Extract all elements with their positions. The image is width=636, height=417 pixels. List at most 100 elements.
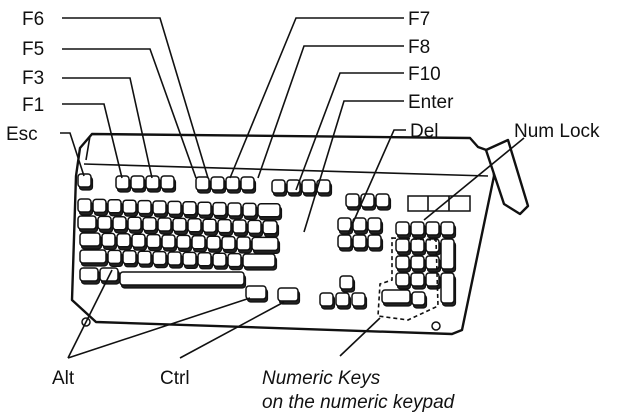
label-enter: Enter <box>408 92 454 113</box>
esc-key <box>78 174 91 187</box>
key <box>203 219 216 232</box>
key <box>213 253 226 266</box>
label-f5: F5 <box>22 39 44 60</box>
indicator-panel <box>408 196 470 211</box>
key <box>132 234 145 247</box>
f3-key <box>146 176 159 189</box>
key <box>108 250 121 263</box>
keypad-numeric-key <box>411 273 424 286</box>
keypad-numeric-key <box>411 239 424 252</box>
label-f8: F8 <box>408 37 430 58</box>
label-num-lock: Num Lock <box>514 121 600 142</box>
f8-key <box>241 177 254 190</box>
label-f6: F6 <box>22 9 44 30</box>
f5-key <box>196 177 209 190</box>
f11-key <box>302 180 315 193</box>
key <box>117 234 130 247</box>
key <box>248 220 261 233</box>
key <box>228 203 241 216</box>
key <box>168 201 181 214</box>
keypad-numeric-key <box>396 239 409 252</box>
system-key <box>376 194 389 207</box>
key <box>222 237 235 250</box>
key <box>113 217 126 230</box>
key <box>243 203 256 216</box>
ctrl-key <box>278 288 298 301</box>
ctrl-key <box>80 268 98 281</box>
key <box>177 235 190 248</box>
left-arrow-key <box>320 293 333 306</box>
key <box>153 252 166 265</box>
up-arrow-key <box>340 276 353 289</box>
key <box>80 233 100 246</box>
key <box>188 219 201 232</box>
key <box>108 200 121 213</box>
nav-key <box>368 218 381 231</box>
key <box>78 199 91 212</box>
key <box>162 235 175 248</box>
key <box>207 236 220 249</box>
keypad-numeric-key <box>411 256 424 269</box>
key <box>183 252 196 265</box>
f4-key <box>161 176 174 189</box>
key <box>243 254 275 267</box>
key <box>198 202 211 215</box>
key <box>213 203 226 216</box>
key <box>218 220 231 233</box>
keypad-numeric-key <box>396 273 409 286</box>
keypad-enter-key <box>441 273 454 303</box>
key <box>123 251 136 264</box>
key <box>123 200 136 213</box>
key <box>173 218 186 231</box>
key <box>80 250 106 263</box>
f9-key <box>272 180 285 193</box>
key <box>143 218 156 231</box>
label-f1: F1 <box>22 95 44 116</box>
keypad-plus-key <box>441 239 454 269</box>
del-key <box>338 235 351 248</box>
keypad-key <box>441 222 454 235</box>
down-arrow-key <box>336 293 349 306</box>
key <box>153 201 166 214</box>
label-f3: F3 <box>22 68 44 89</box>
key <box>252 237 278 250</box>
key <box>158 218 171 231</box>
key <box>228 254 241 267</box>
key <box>128 217 141 230</box>
keypad-numeric-key <box>396 256 409 269</box>
keypad-numeric-key <box>426 239 439 252</box>
key <box>138 201 151 214</box>
key <box>263 221 277 234</box>
system-key <box>346 194 359 207</box>
nav-key <box>338 218 351 231</box>
f2-key <box>131 176 144 189</box>
key <box>233 220 246 233</box>
right-arrow-key <box>352 293 365 306</box>
keypad-key <box>426 222 439 235</box>
key <box>138 251 151 264</box>
keypad-decimal-key <box>412 292 425 305</box>
key <box>102 233 115 246</box>
key <box>78 216 96 229</box>
nav-key <box>368 235 381 248</box>
key <box>192 236 205 249</box>
key <box>147 235 160 248</box>
key <box>258 204 280 217</box>
nav-key <box>353 235 366 248</box>
label-f7: F7 <box>408 9 430 30</box>
label-numeric-keypad: on the numeric keypad <box>262 392 456 413</box>
f1-key <box>116 176 129 189</box>
key <box>93 199 106 212</box>
num-lock-key <box>396 222 409 235</box>
key <box>198 253 211 266</box>
label-del: Del <box>410 121 439 142</box>
label-f10: F10 <box>408 64 441 85</box>
alt-key <box>246 286 266 299</box>
label-esc: Esc <box>6 124 38 145</box>
label-ctrl: Ctrl <box>160 368 190 389</box>
label-numeric-keys: Numeric Keys <box>262 368 381 389</box>
key <box>237 237 250 250</box>
screw <box>432 322 440 330</box>
f6-key <box>211 177 224 190</box>
